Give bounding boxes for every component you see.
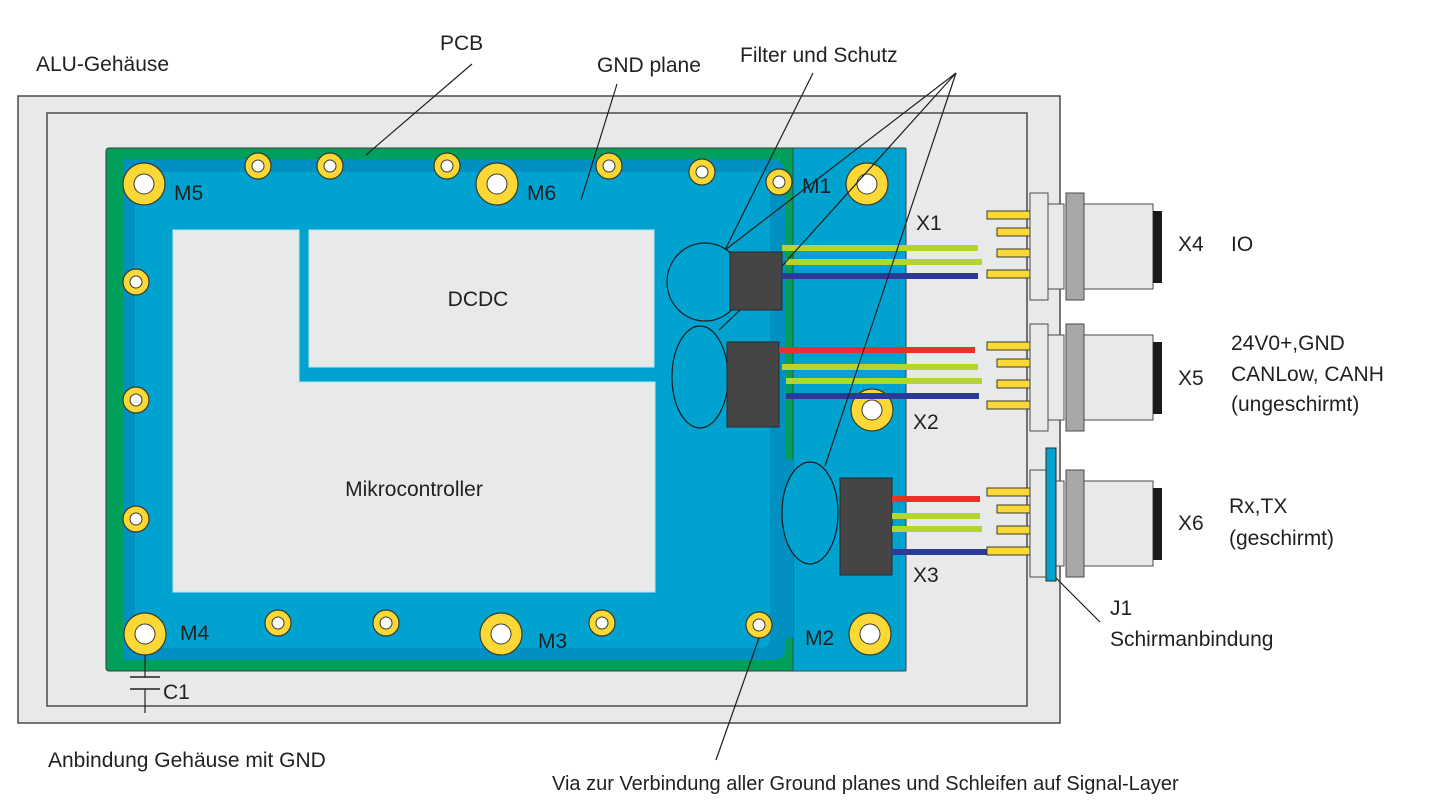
label-x3: X3 — [913, 564, 939, 587]
filter-ellipse-x2 — [671, 325, 729, 429]
filter-chip-x1 — [729, 251, 783, 311]
filter-chip-x3 — [839, 477, 893, 576]
label-x5-desc-2: CANLow, CANH — [1231, 363, 1384, 386]
wire-green — [782, 364, 978, 370]
label-x4-desc: IO — [1231, 233, 1253, 256]
mounting-hole-m4 — [123, 612, 167, 656]
leader-pcb — [365, 63, 473, 156]
wire-blue — [892, 549, 990, 555]
mounting-hole-m5 — [122, 162, 166, 206]
label-filter: Filter und Schutz — [740, 44, 898, 67]
leader-filter-2 — [781, 72, 957, 267]
label-x5: X5 — [1178, 367, 1204, 390]
label-x6-desc-2: (geschirmt) — [1229, 527, 1334, 550]
mounting-hole-m2 — [848, 612, 892, 656]
filter-ellipse-x3 — [781, 461, 839, 565]
leader-gnd-plane — [580, 83, 618, 201]
via — [244, 152, 272, 180]
wire-green — [786, 259, 982, 265]
leader-filter-3 — [824, 72, 957, 467]
label-x6: X6 — [1178, 512, 1204, 535]
label-x5-desc-3: (ungeschirmt) — [1231, 393, 1359, 416]
label-ground-connection: Anbindung Gehäuse mit GND — [48, 749, 326, 772]
via — [588, 609, 616, 637]
dcdc-label: DCDC — [448, 288, 509, 311]
wire-red — [779, 347, 975, 353]
via — [122, 386, 150, 414]
via — [433, 152, 461, 180]
via — [264, 609, 292, 637]
label-x5-desc-1: 24V0+,GND — [1231, 332, 1345, 355]
dcdc-block — [308, 229, 655, 368]
connector-x6 — [986, 469, 1162, 578]
label-c1: C1 — [163, 681, 190, 704]
wire-blue — [786, 393, 979, 399]
wire-green — [782, 245, 978, 251]
label-pcb: PCB — [440, 32, 483, 55]
label-x1: X1 — [916, 212, 942, 235]
mounting-hole-m6 — [475, 162, 519, 206]
via — [765, 168, 793, 196]
connector-x5 — [986, 323, 1162, 432]
label-x6-desc-1: Rx,TX — [1229, 495, 1287, 518]
mcu-label: Mikrocontroller — [345, 478, 483, 501]
wire-red — [892, 496, 980, 502]
leader-via — [715, 637, 760, 761]
label-m4: M4 — [180, 622, 209, 645]
label-via-note: Via zur Verbindung aller Ground planes u… — [552, 773, 1179, 795]
label-j1: J1 — [1110, 597, 1132, 620]
via-ground-link — [745, 611, 773, 639]
wire-green — [786, 378, 982, 384]
wire-green — [892, 526, 982, 532]
via — [316, 152, 344, 180]
filter-chip-x2 — [726, 341, 780, 428]
mounting-hole-m3 — [479, 612, 523, 656]
capacitor-c1 — [130, 655, 160, 713]
label-m5: M5 — [174, 182, 203, 205]
shield-j1 — [1045, 447, 1057, 582]
leader-j1 — [1055, 577, 1101, 623]
via — [372, 609, 400, 637]
wire-green — [892, 513, 980, 519]
leader-filter-1 — [724, 72, 814, 251]
label-m6: M6 — [527, 182, 556, 205]
label-housing: ALU-Gehäuse — [36, 53, 169, 76]
wire-blue — [782, 273, 978, 279]
label-m3: M3 — [538, 630, 567, 653]
via — [122, 505, 150, 533]
via — [122, 268, 150, 296]
via — [595, 152, 623, 180]
label-x4: X4 — [1178, 233, 1204, 256]
label-m2: M2 — [805, 627, 834, 650]
connector-x4 — [986, 192, 1162, 301]
leader-filter-1b — [724, 72, 957, 251]
via — [688, 158, 716, 186]
label-gnd-plane: GND plane — [597, 54, 701, 77]
mcu-block — [172, 229, 656, 593]
label-j1-desc: Schirmanbindung — [1110, 628, 1273, 651]
label-m1: M1 — [802, 175, 831, 198]
mounting-hole-m1 — [845, 162, 889, 206]
leader-filter-x2 — [718, 309, 741, 331]
label-x2: X2 — [913, 411, 939, 434]
mounting-hole-extra — [850, 388, 894, 432]
